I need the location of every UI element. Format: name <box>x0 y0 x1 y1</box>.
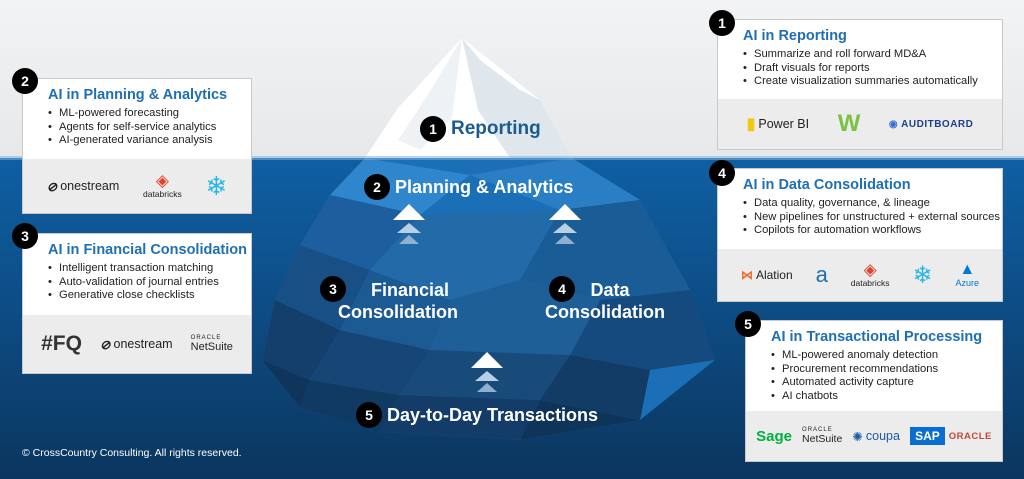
card-badge: 5 <box>735 311 761 337</box>
list-item: AI-generated variance analysis <box>48 134 239 148</box>
workiva-logo: W <box>837 110 861 137</box>
card-reporting: AI in Reporting Summarize and roll forwa… <box>717 19 1003 150</box>
card-list: Data quality, governance, & lineage New … <box>743 197 1000 238</box>
label-data: Data Consolidation <box>535 279 675 323</box>
a-logo: a <box>815 262 828 287</box>
coupa-logo: ✺coupa <box>852 429 900 444</box>
logo-strip: ⋈Alation a ◈databricks ❄ ▲Azure <box>718 249 1002 301</box>
copyright-text: © CrossCountry Consulting. All rights re… <box>22 447 242 459</box>
label-transactions: Day-to-Day Transactions <box>387 405 599 425</box>
powerbi-logo: ▮Power BI <box>746 116 810 133</box>
label-data-line1: Data <box>590 280 630 300</box>
sap-oracle-logo: SAP ORACLE <box>910 427 992 445</box>
list-item: Automated activity capture <box>771 376 990 390</box>
card-badge: 3 <box>12 223 38 249</box>
alation-logo: ⋈Alation <box>740 268 793 282</box>
list-item: Intelligent transaction matching <box>48 262 239 276</box>
list-item: Agents for self-service analytics <box>48 121 239 135</box>
badge-data: 4 <box>549 276 575 302</box>
up-arrow-icon <box>549 204 581 244</box>
logo-strip: ⊘onestream ◈databricks ❄ <box>23 159 251 213</box>
label-planning: Planning & Analytics <box>395 177 574 197</box>
azure-logo: ▲Azure <box>955 261 980 289</box>
card-data: AI in Data Consolidation Data quality, g… <box>717 168 1003 302</box>
oracle-logo: ORACLE <box>948 430 992 442</box>
fq-logo: #FQ <box>41 332 82 355</box>
label-financial-line2: Consolidation <box>338 302 458 322</box>
badge-planning: 2 <box>364 174 390 200</box>
list-item: Procurement recommendations <box>771 363 990 377</box>
badge-financial: 3 <box>320 276 346 302</box>
list-item: New pipelines for unstructured + externa… <box>743 211 1000 225</box>
label-financial-line1: Financial <box>370 280 450 300</box>
up-arrow-icon <box>471 352 503 392</box>
water-line <box>0 156 1024 160</box>
card-list: Summarize and roll forward MD&A Draft vi… <box>743 48 990 89</box>
card-title: AI in Transactional Processing <box>771 329 983 345</box>
sap-logo: SAP <box>910 427 945 445</box>
label-financial: Financial Consolidation <box>328 279 468 323</box>
card-badge: 2 <box>12 68 38 94</box>
badge-transactions: 5 <box>356 402 382 428</box>
snowflake-icon: ❄ <box>205 170 228 201</box>
list-item: AI chatbots <box>771 390 990 404</box>
card-title: AI in Reporting <box>743 28 847 44</box>
list-item: Auto-validation of journal entries <box>48 276 239 290</box>
card-list: Intelligent transaction matching Auto-va… <box>48 262 239 303</box>
list-item: Draft visuals for reports <box>743 62 990 76</box>
logo-strip: ▮Power BI W ◉AUDITBOARD <box>718 99 1002 149</box>
auditboard-logo: ◉AUDITBOARD <box>888 118 974 130</box>
card-badge: 4 <box>709 160 735 186</box>
onestream-logo: ⊘onestream <box>46 179 120 194</box>
card-title: AI in Data Consolidation <box>743 177 911 193</box>
sage-logo: Sage <box>756 427 792 445</box>
card-title: AI in Planning & Analytics <box>48 87 228 103</box>
list-item: Summarize and roll forward MD&A <box>743 48 990 62</box>
list-item: Generative close checklists <box>48 289 239 303</box>
list-item: ML-powered forecasting <box>48 107 239 121</box>
card-transactional: AI in Transactional Processing ML-powere… <box>745 320 1003 462</box>
onestream-logo: ⊘onestream <box>100 337 173 352</box>
card-list: ML-powered forecasting Agents for self-s… <box>48 107 239 148</box>
list-item: Data quality, governance, & lineage <box>743 197 990 211</box>
list-item: Copilots for automation workflows <box>743 224 990 238</box>
card-badge: 1 <box>709 10 735 36</box>
card-planning: AI in Planning & Analytics ML-powered fo… <box>22 78 252 214</box>
badge-reporting: 1 <box>420 116 446 142</box>
card-list: ML-powered anomaly detection Procurement… <box>771 349 990 403</box>
up-arrow-icon <box>393 204 425 244</box>
databricks-logo: ◈databricks <box>142 171 182 199</box>
databricks-logo: ◈databricks <box>850 260 890 288</box>
snowflake-icon: ❄ <box>912 261 933 289</box>
card-title: AI in Financial Consolidation <box>48 242 247 258</box>
list-item: ML-powered anomaly detection <box>771 349 990 363</box>
card-financial: AI in Financial Consolidation Intelligen… <box>22 233 252 374</box>
list-item: Create visualization summaries automatic… <box>743 75 990 89</box>
label-reporting: Reporting <box>451 118 541 139</box>
label-data-line2: Consolidation <box>545 302 665 322</box>
